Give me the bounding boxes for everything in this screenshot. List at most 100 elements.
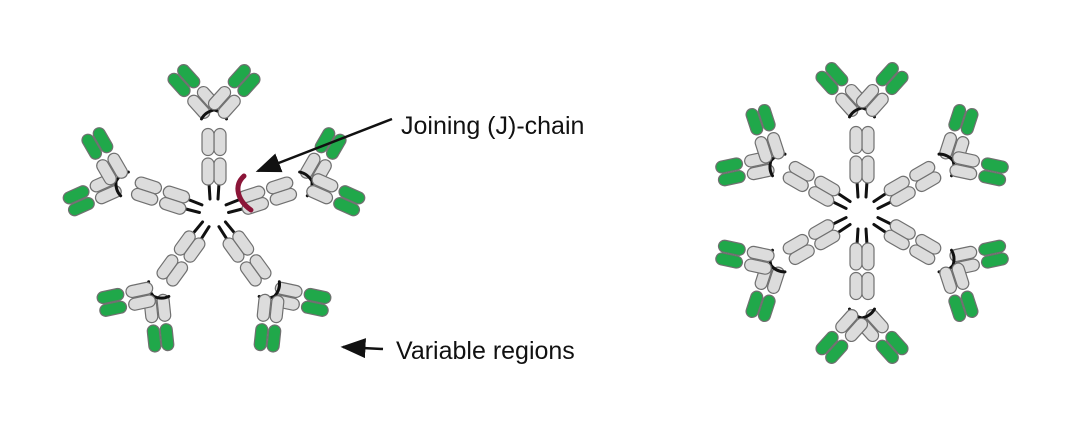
constant-domain [814, 229, 841, 251]
variable-regions-arrow [340, 338, 384, 359]
constant-domain [201, 127, 215, 157]
constant-domain [183, 237, 206, 263]
constant-domain [306, 185, 334, 205]
fab-arm [937, 151, 1009, 187]
constant-domain [939, 132, 958, 160]
variable-domain [815, 330, 839, 356]
variable-domain [745, 290, 764, 319]
antibody-monomer [872, 103, 1009, 210]
constant-domain [861, 242, 875, 271]
variable-domain [253, 323, 269, 352]
fab-arm [96, 281, 171, 317]
constant-domain [130, 187, 159, 206]
linker [182, 207, 201, 215]
variable-domain [948, 103, 967, 132]
constant-domain [889, 219, 916, 240]
variable-domain [885, 70, 909, 96]
fab-arm [81, 127, 129, 198]
constant-domain [861, 125, 875, 155]
variable-domain [948, 294, 967, 323]
linker [864, 179, 869, 199]
constant-domain [299, 152, 321, 179]
variable-domain [96, 287, 125, 305]
antibody-monomer [715, 103, 852, 210]
fab-arm [200, 64, 261, 121]
constant-domain [849, 242, 863, 271]
constant-domain [207, 85, 232, 111]
fab-arm [298, 170, 366, 217]
constant-domain [849, 125, 863, 155]
variable-domain [92, 127, 114, 154]
constant-domain [766, 132, 785, 160]
antibody-monomer [815, 62, 909, 199]
linker [835, 191, 852, 204]
antibody-monomer [217, 220, 332, 353]
constant-domain [256, 293, 272, 322]
constant-domain [96, 159, 117, 186]
constant-domain [746, 163, 775, 181]
variable-domain [159, 323, 175, 352]
variable-domain [715, 157, 744, 174]
variable-domain [875, 339, 899, 364]
constant-domain [746, 245, 775, 263]
variable-domain [717, 170, 746, 187]
variable-domain [757, 103, 776, 132]
linker [872, 191, 889, 204]
variable-domain [875, 62, 899, 87]
antibody-monomer [167, 64, 261, 201]
variable-domain [338, 185, 366, 205]
fab-arm [815, 307, 876, 364]
constant-domain [274, 281, 303, 299]
j-chain-label: Joining (J)-chain [401, 112, 584, 140]
linker [876, 216, 894, 227]
antibody-monomer [715, 216, 852, 323]
constant-domain [861, 271, 875, 301]
variable-domain [715, 252, 744, 269]
constant-domain [949, 245, 978, 263]
linker [872, 222, 889, 235]
constant-domain [754, 136, 773, 164]
linker [227, 207, 246, 215]
constant-domain [844, 317, 869, 343]
constant-domain [782, 171, 809, 193]
variable-domain [825, 62, 849, 87]
variable-domain [227, 64, 251, 89]
constant-domain [94, 185, 122, 205]
variable-domain [62, 185, 90, 205]
variable-regions-label: Variable regions [396, 337, 575, 365]
constant-domain [232, 230, 255, 256]
constant-domain [951, 262, 970, 290]
variable-domain [300, 300, 329, 317]
linker [223, 220, 238, 236]
constant-domain [744, 258, 772, 275]
linker [216, 181, 221, 201]
hexamer-diagram [715, 62, 1009, 364]
constant-domain [855, 83, 880, 109]
constant-domain [849, 155, 863, 184]
constant-domain [861, 155, 875, 184]
variable-domain [167, 72, 191, 98]
variable-domain [960, 290, 979, 319]
variable-domain [745, 107, 764, 136]
variable-domain [978, 170, 1007, 187]
variable-domain [825, 339, 849, 364]
antibody-monomer [815, 227, 909, 364]
constant-domain [265, 176, 294, 195]
variable-domain [99, 300, 128, 317]
constant-domain [788, 244, 815, 266]
j-chain-arrow [255, 117, 393, 173]
fab-arm [937, 239, 1009, 275]
constant-domain [766, 266, 785, 294]
fab-arm [253, 280, 285, 353]
constant-domain [217, 94, 241, 120]
constant-domain [915, 233, 942, 255]
constant-domain [201, 157, 215, 186]
constant-domain [269, 295, 285, 324]
linker [217, 225, 230, 242]
constant-domain [249, 254, 272, 280]
constant-domain [949, 163, 978, 181]
variable-domain [980, 157, 1009, 174]
fab-arm [715, 239, 787, 275]
constant-domain [311, 173, 339, 193]
fab-arm [939, 248, 979, 323]
